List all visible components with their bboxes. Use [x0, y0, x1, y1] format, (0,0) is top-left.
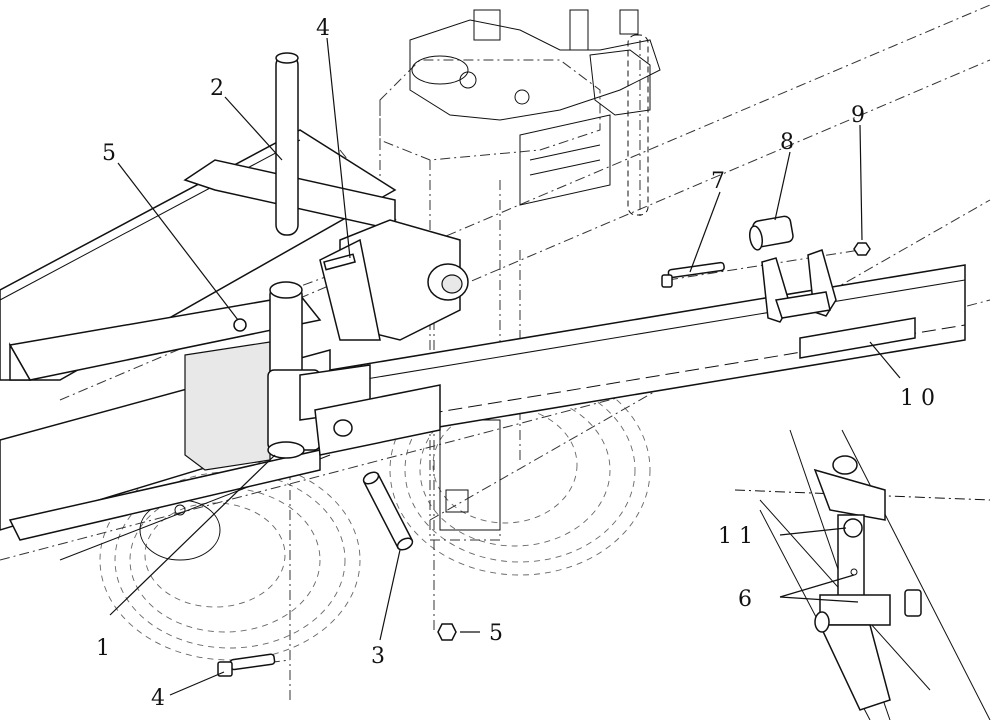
clevis-bracket — [761, 249, 837, 323]
callout-4-upper: 4 — [316, 16, 330, 41]
link-strap — [299, 364, 441, 456]
callout-5-upper: 5 — [102, 141, 116, 166]
mount-plate — [8, 294, 322, 541]
pin-3 — [362, 471, 414, 551]
bracket-assembly — [319, 219, 469, 341]
callout-9: 9 — [851, 103, 865, 128]
callout-4-lower: 4 — [151, 686, 165, 711]
callout-6: 6 — [738, 587, 752, 612]
sleeve-8 — [748, 215, 794, 251]
decal-10 — [799, 317, 916, 359]
pin-7 — [661, 261, 725, 288]
pin-2 — [275, 52, 299, 236]
callout-1: 1 — [96, 636, 110, 661]
nut-5-lower — [437, 623, 457, 641]
callout-11: 1 1 — [718, 524, 753, 549]
callout-3: 3 — [371, 644, 385, 669]
callout-5-lower: 5 — [489, 621, 503, 646]
pivot-hinge — [267, 281, 321, 459]
callout-7: 7 — [711, 169, 725, 194]
callout-2: 2 — [210, 76, 224, 101]
nut-5-upper — [233, 318, 247, 332]
leader-lines — [109, 37, 901, 696]
nut-9 — [853, 242, 871, 256]
bolt-4-lower — [217, 653, 276, 677]
callout-10: 1 0 — [900, 386, 935, 411]
callout-8: 8 — [780, 130, 794, 155]
inset-detail — [734, 429, 991, 720]
